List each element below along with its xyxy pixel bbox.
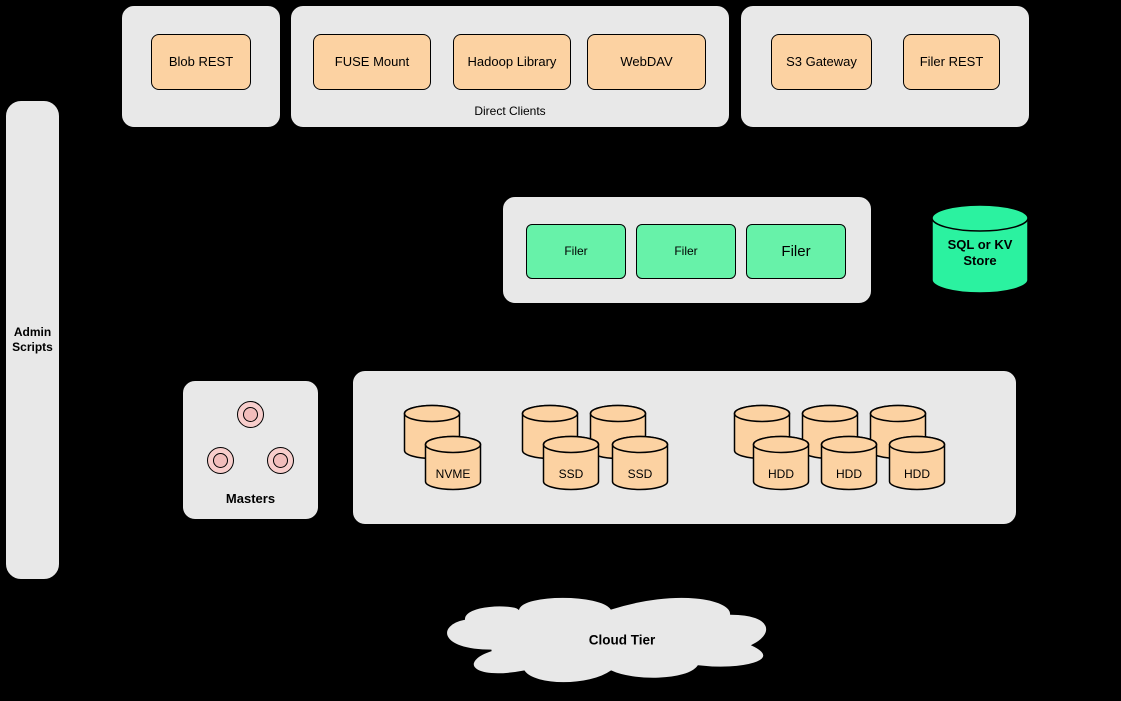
hdd-front-cylinder-1[interactable]: HDD [752, 435, 810, 491]
webdav-label: WebDAV [620, 54, 673, 70]
sql-kv-store-label: SQL or KV Store [947, 237, 1013, 268]
master-node-3-core [273, 453, 288, 468]
blob-client-group[interactable]: Blob REST [121, 5, 281, 128]
masters-group[interactable]: Masters [182, 380, 319, 520]
masters-label: Masters [225, 491, 276, 506]
filer-node-3[interactable]: Filer [746, 224, 846, 279]
ssd-front-cylinder-1[interactable]: SSD [542, 435, 600, 491]
volume-servers-group[interactable]: NVME SSD SSD [352, 370, 1017, 525]
master-node-3[interactable] [267, 447, 294, 474]
cloud-shape [437, 588, 807, 692]
cylinder-shape [542, 435, 600, 491]
cylinder-shape [820, 435, 878, 491]
filer-label-1: Filer [564, 244, 588, 259]
direct-clients-caption: Direct Clients [474, 104, 546, 118]
nvme-front-cylinder[interactable]: NVME [424, 435, 482, 491]
blob-rest-node[interactable]: Blob REST [151, 34, 251, 90]
master-node-1[interactable] [237, 401, 264, 428]
fuse-mount-node[interactable]: FUSE Mount [313, 34, 431, 90]
hdd-label-2: HDD [836, 466, 862, 481]
blob-rest-label: Blob REST [168, 54, 234, 70]
master-node-1-core [243, 407, 258, 422]
ssd-label-2: SSD [627, 466, 653, 481]
nvme-label: NVME [435, 466, 471, 481]
sql-kv-store-cylinder[interactable]: SQL or KV Store [930, 203, 1030, 295]
cylinder-shape [611, 435, 669, 491]
fuse-mount-label: FUSE Mount [334, 54, 410, 70]
filer-label-2: Filer [674, 244, 698, 259]
cloud-tier-label: Cloud Tier [588, 632, 656, 648]
ssd-front-cylinder-2[interactable]: SSD [611, 435, 669, 491]
store-cylinder-shape [931, 204, 1029, 294]
direct-clients-group[interactable]: FUSE Mount Hadoop Library WebDAV Direct … [290, 5, 730, 128]
hdd-label-1: HDD [768, 466, 794, 481]
admin-scripts-panel[interactable]: Admin Scripts [5, 100, 60, 580]
cylinder-shape [403, 404, 461, 460]
admin-scripts-label: Admin Scripts [12, 325, 53, 354]
filer-node-2[interactable]: Filer [636, 224, 736, 279]
cylinder-shape [752, 435, 810, 491]
cylinder-shape [888, 435, 946, 491]
s3-gateway-node[interactable]: S3 Gateway [771, 34, 872, 90]
filer-rest-node[interactable]: Filer REST [903, 34, 1000, 90]
hdd-front-cylinder-3[interactable]: HDD [888, 435, 946, 491]
filer-label-3: Filer [781, 242, 811, 260]
master-node-2-core [213, 453, 228, 468]
cylinder-shape [424, 435, 482, 491]
hadoop-library-node[interactable]: Hadoop Library [453, 34, 571, 90]
filer-node-1[interactable]: Filer [526, 224, 626, 279]
filer-group[interactable]: Filer Filer Filer [502, 196, 872, 304]
webdav-node[interactable]: WebDAV [587, 34, 706, 90]
nvme-back-cylinder[interactable] [403, 404, 461, 460]
filer-rest-label: Filer REST [919, 54, 984, 70]
hdd-label-3: HDD [904, 466, 930, 481]
cloud-tier-node[interactable]: Cloud Tier [437, 588, 807, 692]
hadoop-library-label: Hadoop Library [467, 54, 557, 70]
gateway-group[interactable]: S3 Gateway Filer REST [740, 5, 1030, 128]
hdd-front-cylinder-2[interactable]: HDD [820, 435, 878, 491]
s3-gateway-label: S3 Gateway [786, 54, 857, 70]
ssd-label-1: SSD [558, 466, 584, 481]
master-node-2[interactable] [207, 447, 234, 474]
